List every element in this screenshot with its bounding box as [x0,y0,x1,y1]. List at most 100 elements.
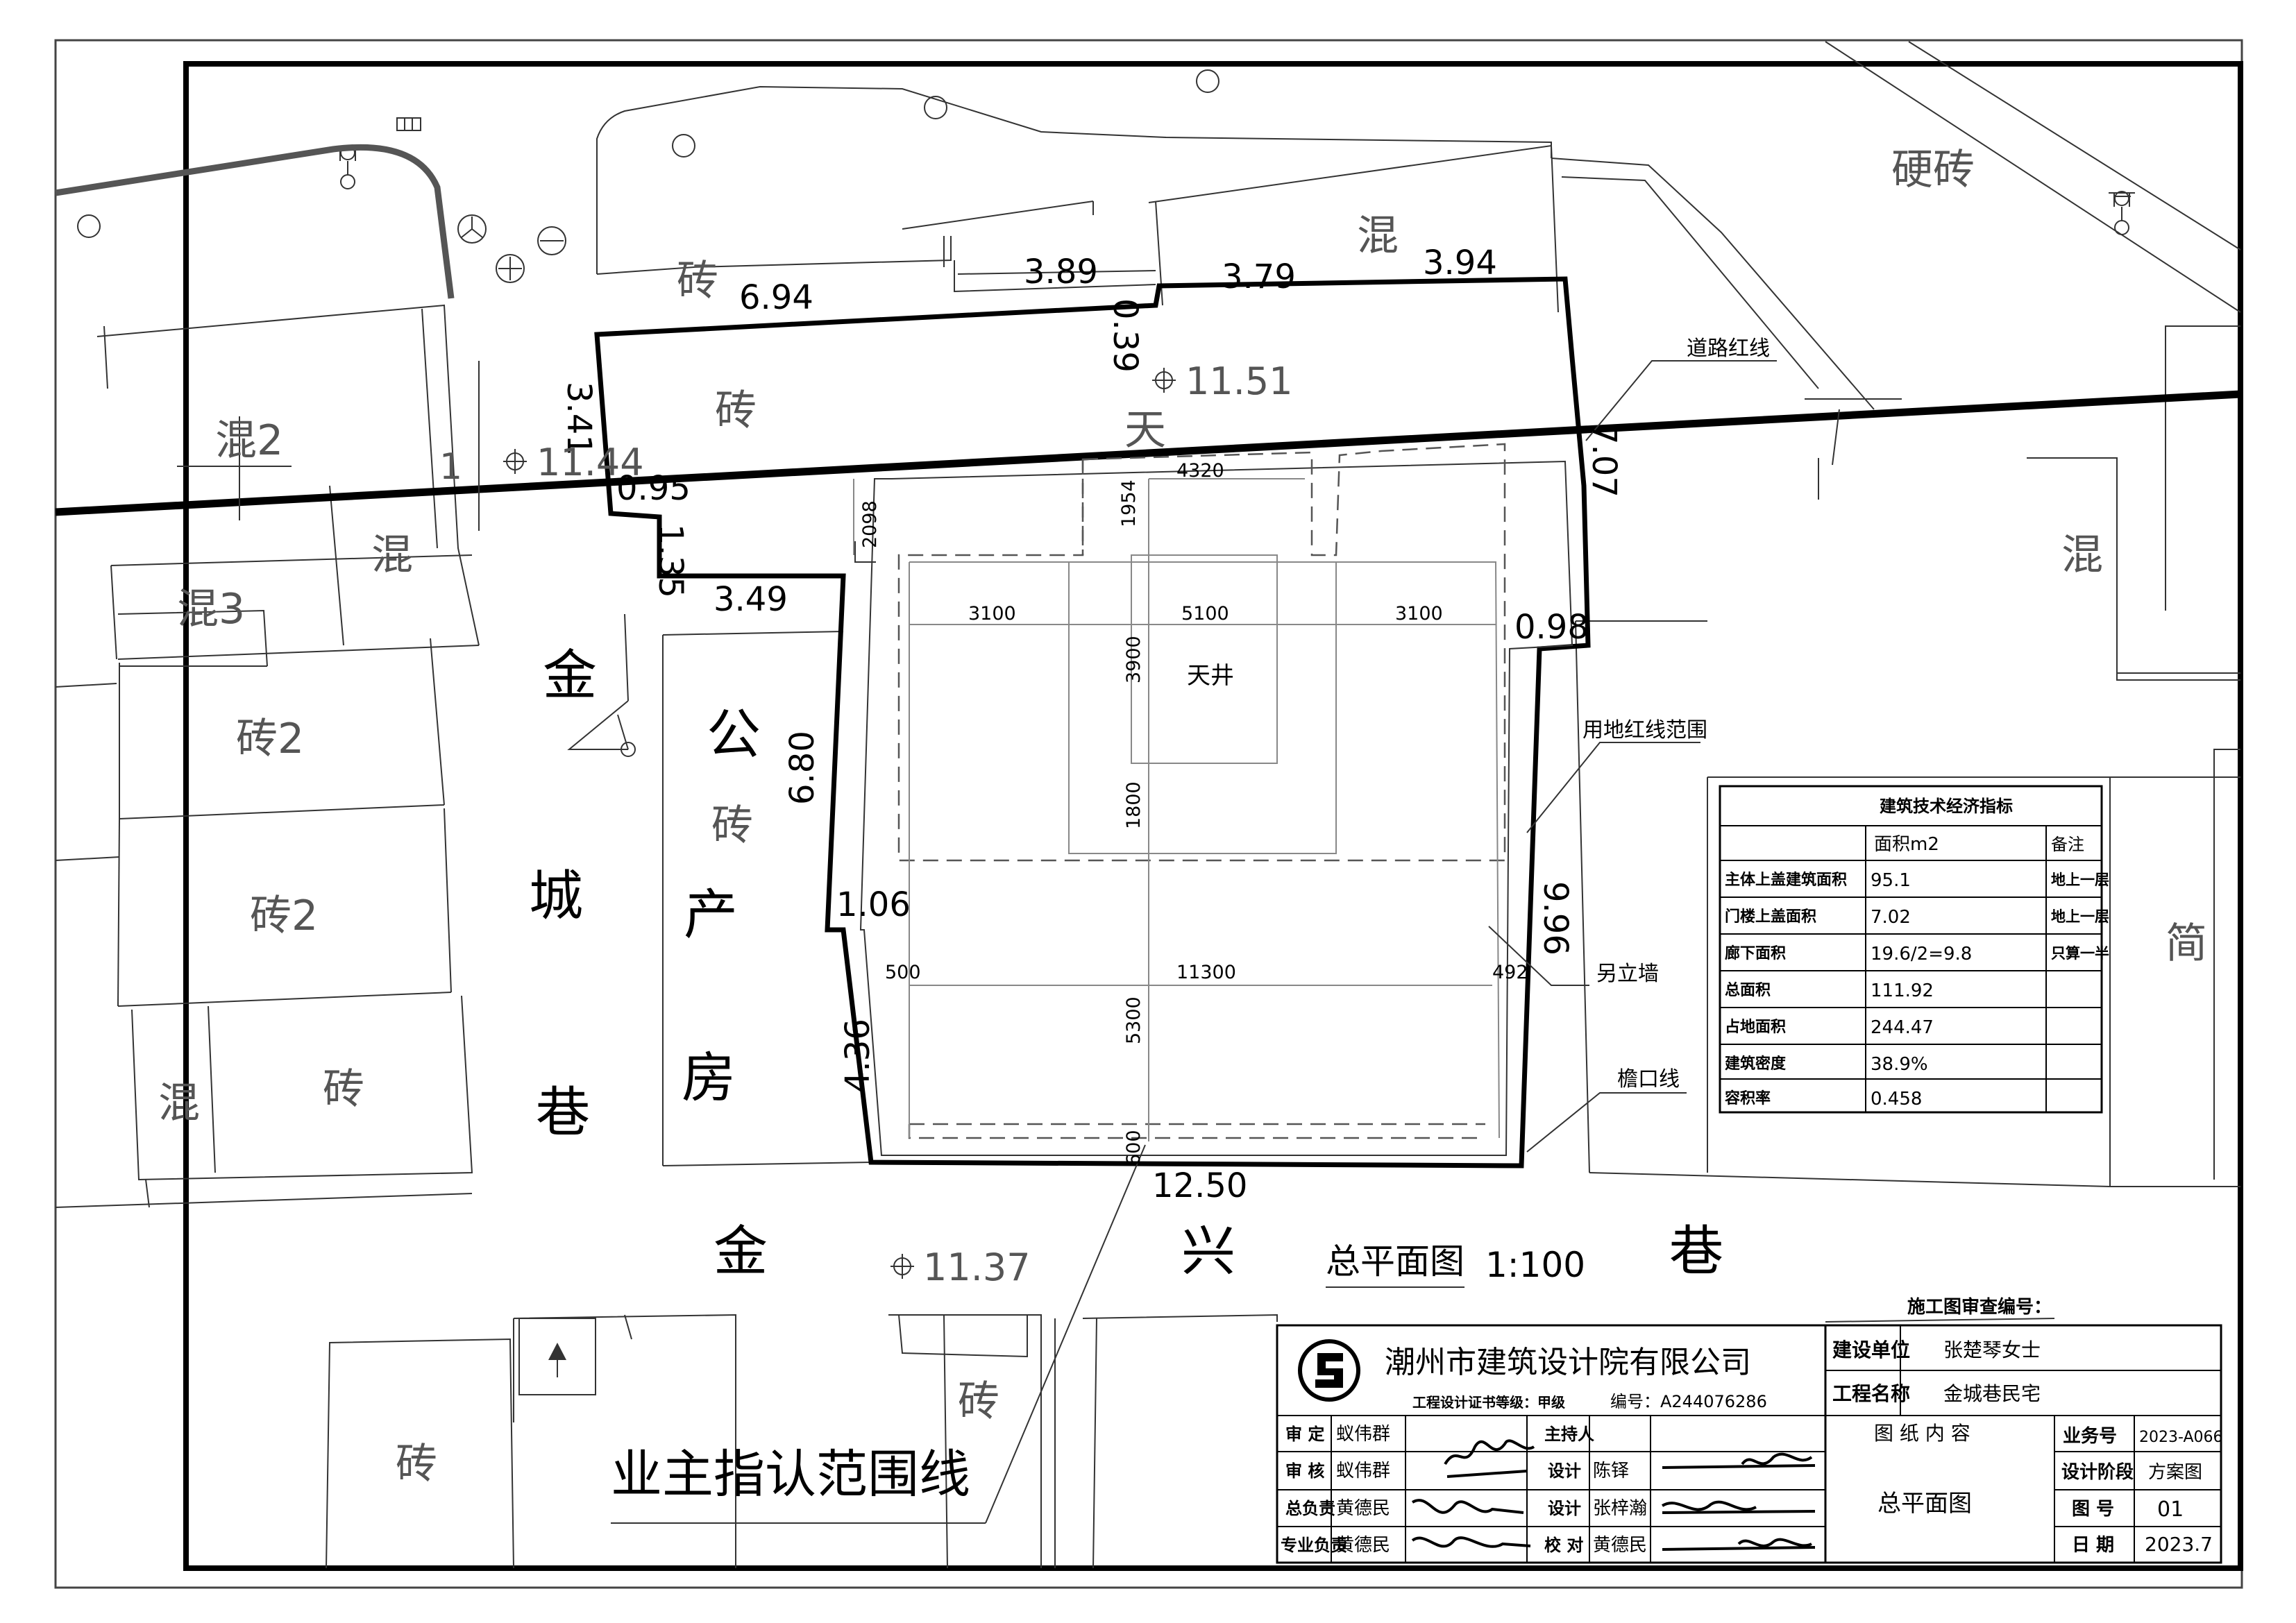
stage-value: 方案图 [2148,1462,2202,1483]
boundary-dimensions: 6.94 3.89 3.79 3.94 0.39 3.41 0.95 1.35 … [559,244,1623,1205]
dim-996: 9.96 [1536,881,1575,955]
cert-level: 工程设计证书等级：甲级 [1412,1394,1565,1411]
econ-row-label: 占地面积 [1725,1019,1786,1036]
material-labels: 砖 砖 混 硬砖 混2 混 混3 砖2 砖2 混 砖 砖 混 简 砖 砖 天 1 [158,146,2207,1488]
label-chan: 产 [684,884,738,946]
econ-row-note: 只算一半 [2051,945,2109,962]
dim-2098: 2098 [859,500,881,548]
company-name: 潮州市建筑设计院有限公司 [1385,1345,1751,1380]
label-concrete-2: 混 [371,531,413,579]
project-label: 工程名称 [1832,1382,1910,1405]
floor-plan [853,443,1506,1141]
label-concrete-1: 混 [1357,212,1399,260]
econ-row-label: 总面积 [1725,981,1771,999]
dim-5100: 5100 [1181,603,1229,624]
design-label-2: 设计 [1548,1499,1581,1518]
cert-code: 编号：A244076286 [1610,1392,1767,1411]
label-concrete3: 混3 [177,585,245,634]
approve-name: 蚁伟群 [1336,1424,1390,1445]
content-value: 总平面图 [1877,1490,1972,1518]
econ-row-value: 19.6/2=9.8 [1871,944,1972,965]
econ-row-value: 38.9% [1871,1054,1928,1075]
stage-label: 设计阶段 [2061,1461,2134,1483]
elevation-1137: 11.37 [923,1246,1031,1289]
econ-row-value: 244.47 [1871,1017,1934,1038]
road-edge [55,144,455,299]
separate-wall-label: 另立墙 [1596,962,1659,986]
street-xiang-2: 巷 [1669,1221,1723,1283]
label-brick-3: 砖 [323,1065,364,1114]
label-gong: 公 [707,704,761,766]
eave-line-label: 檐口线 [1617,1067,1680,1091]
leader-lines [177,360,2055,1524]
company-logo-icon [1298,1339,1360,1402]
dim-106: 1.06 [836,885,911,924]
site-symbols [77,69,2135,283]
dim-600: 600 [1123,1130,1145,1166]
label-one: 1 [439,446,462,488]
dim-095: 0.95 [616,469,691,508]
proof-name: 黄德民 [1593,1535,1647,1556]
dim-5300: 5300 [1123,996,1145,1044]
dim-492: 492 [1492,962,1528,983]
design-label-1: 设计 [1548,1461,1581,1481]
dim-1800: 1800 [1123,781,1145,829]
label-brick-4: 砖 [711,801,753,850]
econ-row-label: 建筑密度 [1725,1055,1787,1073]
street-xiang: 巷 [536,1082,590,1144]
plan-dimensions: 4320 2098 1954 3100 5100 3100 3900 1800 … [859,460,1528,1166]
check-name: 蚁伟群 [1336,1461,1390,1481]
courtyard-label: 天井 [1187,662,1234,690]
street-cheng: 城 [529,865,583,928]
land-boundary [594,276,1591,1169]
elevation-values: 11.51 11.44 11.37 [537,359,1293,1289]
chief-label: 总负责 [1285,1499,1335,1518]
dim-3100-a: 3100 [968,603,1016,624]
title-block: 施工图审查编号： 潮州市建筑设计院有限公司 工程设计证书等级：甲级 编号：A24… [1276,1296,2222,1564]
econ-row-label: 主体上盖建筑面积 [1725,871,1847,889]
date-label: 日 期 [2072,1535,2114,1556]
approve-label: 审 定 [1285,1425,1324,1444]
land-red-line-label: 用地红线范围 [1582,718,1707,742]
label-concrete2: 混2 [215,416,283,465]
dim-680: 6.80 [783,731,822,805]
label-brick2-2: 砖2 [250,892,318,940]
dim-4320: 4320 [1176,460,1224,482]
street-jin-2: 金 [714,1221,768,1283]
project-value: 金城巷民宅 [1943,1382,2041,1405]
elevation-1151: 11.51 [1185,359,1293,403]
econ-row-label: 门楼上盖面积 [1725,908,1816,926]
drawing-no-value: 01 [2157,1497,2184,1522]
eave-boundary [859,460,1573,1156]
label-brick-6: 砖 [396,1440,437,1488]
spec-label: 专业负责 [1281,1536,1347,1555]
dim-1954: 1954 [1118,479,1140,527]
host-label: 主持人 [1544,1425,1594,1444]
street-jin: 金 [543,645,597,707]
econ-table: 建筑技术经济指标 面积m2 备注 主体上盖建筑面积 门楼上盖面积 廊下面积 总面… [1719,785,2109,1114]
annotations: 道路红线 用地红线范围 另立墙 檐口线 [1582,337,1770,1091]
elevation-1144: 11.44 [537,441,644,484]
drawing-no-label: 图 号 [2072,1499,2114,1520]
street-names: 金 城 巷 公 产 房 金 兴 巷 [529,645,1723,1283]
road-red-line [55,390,2241,516]
check-label: 审 核 [1285,1461,1324,1481]
chief-name: 黄德民 [1336,1498,1390,1519]
econ-row-value: 7.02 [1871,907,1911,928]
job-no-label: 业务号 [2063,1426,2117,1447]
dim-341: 3.41 [559,382,598,456]
label-hard-brick: 硬砖 [1891,146,1975,194]
dim-707: 7.07 [1585,423,1623,498]
dim-349: 3.49 [714,580,788,619]
label-brick2-1: 砖2 [236,715,304,763]
label-simple: 简 [2166,919,2207,968]
design-name-2: 张梓瀚 [1593,1498,1647,1519]
review-number-label: 施工图审查编号： [1907,1296,2052,1318]
dim-500: 500 [885,962,921,983]
label-brick-5: 砖 [958,1377,999,1426]
job-no-value: 2023-A066 [2139,1429,2222,1446]
dim-3900: 3900 [1123,636,1145,683]
label-brick-2: 砖 [715,386,757,435]
elevation-markers [503,368,1176,1279]
econ-row-label: 容积率 [1725,1089,1771,1107]
